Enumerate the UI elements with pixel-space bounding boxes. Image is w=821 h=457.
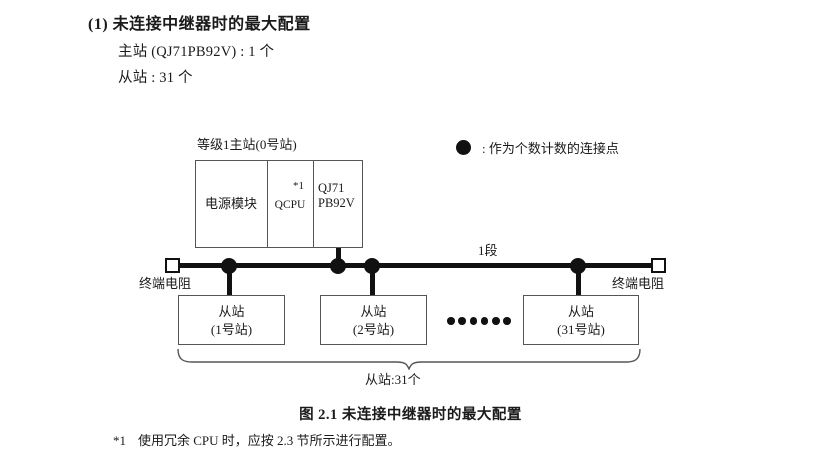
- slave-station-number: (31号站): [557, 321, 605, 337]
- terminating-resistor-left-icon: [165, 258, 180, 273]
- ellipsis-dot: [458, 317, 466, 325]
- slave-station-number: (2号站): [352, 321, 395, 337]
- slave-drop-line: [576, 265, 581, 295]
- footnote-text: 使用冗余 CPU 时，应按 2.3 节所示进行配置。: [138, 433, 401, 448]
- figure-caption: 图 2.1 未连接中继器时的最大配置: [299, 407, 522, 423]
- ellipsis-dot: [447, 317, 455, 325]
- slave-drop-line: [370, 265, 375, 295]
- connection-point-dot: [330, 258, 346, 274]
- slave-drop-line: [227, 265, 232, 295]
- bus-line: [170, 263, 666, 268]
- slave-title: 从站: [218, 304, 245, 319]
- module-qcpu-footnote-mark: *1: [293, 180, 304, 192]
- terminating-resistor-left-label: 终端电阻: [139, 276, 192, 291]
- module-qj71-line2: PB92V: [318, 196, 355, 211]
- ellipsis-dot: [503, 317, 511, 325]
- slave-title: 从站: [360, 304, 387, 319]
- module-cell-qcpu: QCPU: [274, 199, 306, 211]
- master-module-rack: [195, 160, 363, 248]
- slave-count-label: 从站:31个: [365, 372, 421, 387]
- legend-label: : 作为个数计数的连接点: [482, 141, 619, 156]
- module-divider-1: [267, 160, 268, 248]
- section-line-master: 主站 (QJ71PB92V) : 1 个: [118, 44, 275, 60]
- module-cell-qj71-pb92v: QJ71 PB92V: [318, 181, 364, 212]
- legend-filled-circle-icon: [456, 140, 471, 155]
- slave-station-number: (1号站): [210, 321, 253, 337]
- segment-label: 1段: [478, 243, 498, 258]
- master-drop-line: [336, 248, 341, 266]
- ellipsis-dot: [480, 317, 489, 325]
- section-line-slave: 从站 : 31 个: [118, 70, 193, 86]
- ellipsis-dot: [469, 317, 478, 325]
- ellipsis-dot: [492, 317, 500, 325]
- terminating-resistor-right-icon: [651, 258, 666, 273]
- slave-count-brace: [177, 348, 641, 370]
- module-divider-2: [313, 160, 314, 248]
- module-qj71-line1: QJ71: [318, 181, 345, 195]
- terminating-resistor-right-label: 终端电阻: [612, 276, 665, 291]
- section-title: (1) 未连接中继器时的最大配置: [88, 16, 311, 33]
- ellipsis-dots: [447, 313, 511, 329]
- footnote-mark: *1: [113, 433, 126, 448]
- slave-station-box: 从站 (2号站): [320, 295, 427, 345]
- footnote: *1 使用冗余 CPU 时，应按 2.3 节所示进行配置。: [113, 430, 401, 449]
- module-cell-power-module: 电源模块: [204, 196, 257, 211]
- slave-station-box: 从站 (31号站): [523, 295, 639, 345]
- master-station-label: 等级1主站(0号站): [197, 137, 297, 152]
- slave-title: 从站: [567, 304, 594, 319]
- slave-station-box: 从站 (1号站): [178, 295, 285, 345]
